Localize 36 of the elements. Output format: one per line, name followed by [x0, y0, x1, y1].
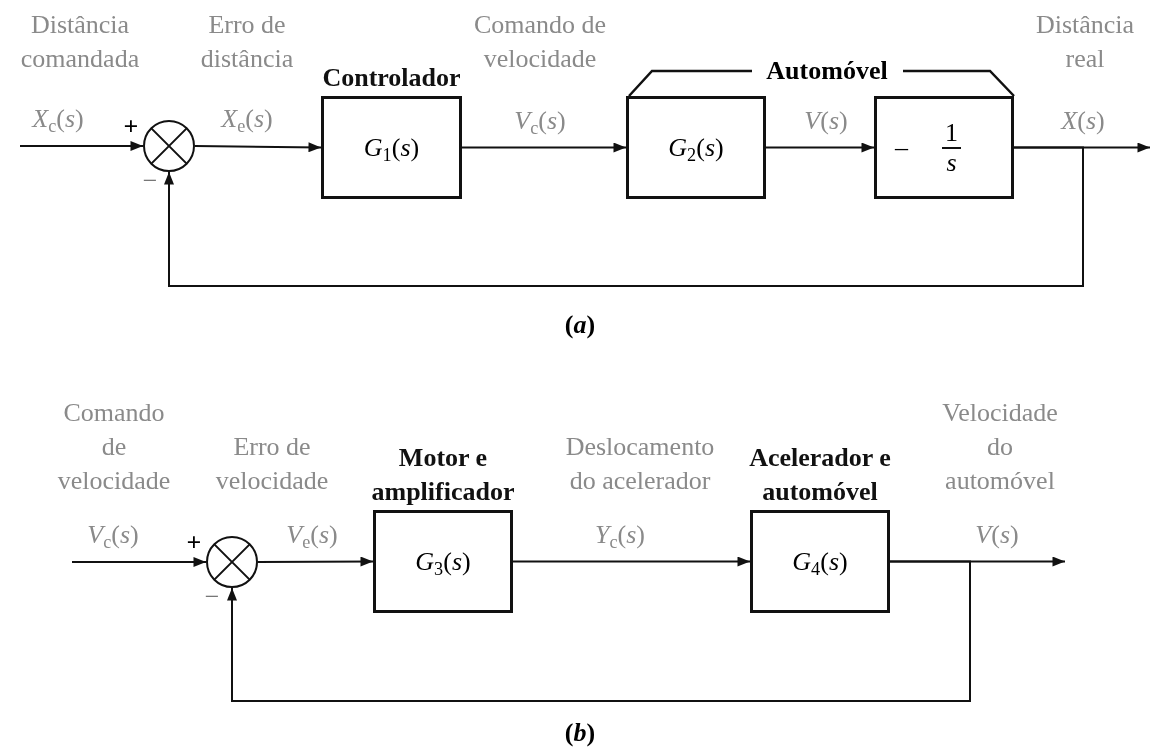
block-title: Acelerador e automóvel [748, 442, 892, 508]
plus-sign: + [186, 527, 202, 559]
minus-sign: − [142, 165, 158, 197]
arrow [257, 556, 374, 567]
arrow [194, 142, 322, 153]
arrow [164, 146, 1084, 287]
transfer-function: G$_{2}$(s) [668, 131, 724, 165]
signal-description: Distância comandada [19, 9, 141, 75]
minus-sign: − [204, 581, 220, 613]
signal-description: Erro de distância [199, 9, 295, 75]
sign-text: – [895, 131, 908, 164]
arrow [71, 557, 207, 567]
block-title: Motor e amplificador [370, 442, 516, 508]
panel-caption: (a) [564, 309, 596, 341]
arrow [512, 556, 751, 567]
arrow [19, 141, 144, 151]
plus-sign: + [123, 111, 139, 143]
signal-description: Comando de velocidade [472, 9, 608, 75]
arrow [765, 142, 875, 153]
group-title: Automóvel [766, 55, 888, 87]
transfer-function: G$_{3}$(s) [415, 545, 471, 579]
signal-description: Comando de velocidade [56, 397, 172, 497]
panel-caption: (b) [564, 717, 596, 749]
arrow [461, 142, 627, 153]
fraction-denominator: s [945, 148, 958, 177]
transfer-function-block [874, 96, 1014, 199]
block-title: Controlador [322, 62, 461, 94]
signal-description: Distância real [1034, 9, 1136, 75]
fraction-numerator: 1 [942, 118, 961, 149]
signal-description: Velocidade do automóvel [941, 397, 1059, 497]
arrow [227, 560, 971, 702]
signal-description: Deslocamento do acelerador [564, 431, 716, 497]
signal-description: Erro de velocidade [214, 431, 330, 497]
transfer-function: G$_{1}$(s) [363, 131, 420, 165]
transfer-function-block [626, 96, 766, 199]
transfer-function: G$_{4}$(s) [792, 545, 848, 579]
